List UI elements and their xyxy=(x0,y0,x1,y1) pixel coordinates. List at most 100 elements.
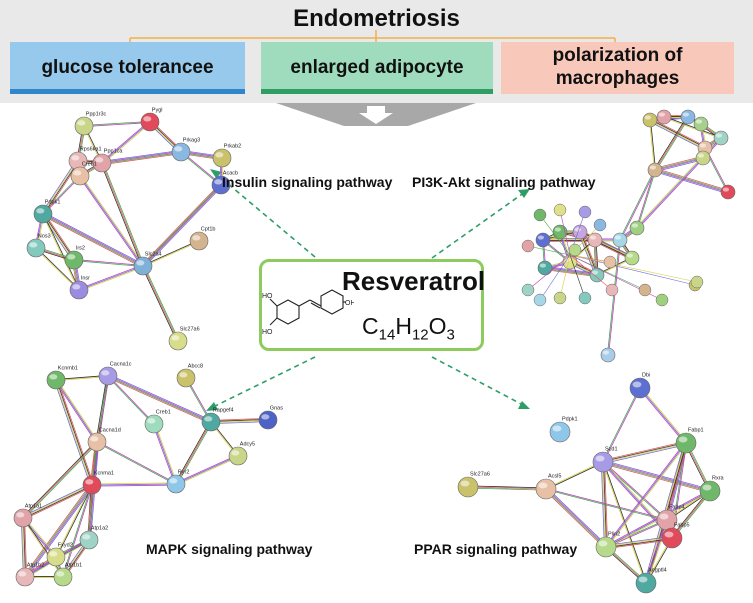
protein-node xyxy=(535,478,557,500)
node-label: Atp1b2 xyxy=(27,563,44,569)
structure-label: OH xyxy=(345,300,354,307)
network-edge xyxy=(78,176,143,267)
network-edge xyxy=(546,462,604,490)
network-edge xyxy=(21,440,97,518)
protein-node xyxy=(168,331,188,351)
network-edge xyxy=(545,461,603,489)
node-label: Atp1a1 xyxy=(25,504,42,510)
network-edge xyxy=(527,254,571,291)
network-edge xyxy=(23,442,99,520)
node-highlight xyxy=(192,235,201,241)
network-edge xyxy=(92,484,177,487)
network-edge xyxy=(79,175,144,267)
network-edge xyxy=(600,462,605,548)
network-edge xyxy=(664,116,722,138)
node-highlight xyxy=(574,227,582,232)
protein-node xyxy=(680,109,696,125)
node-highlight xyxy=(82,534,91,540)
protein-node xyxy=(53,567,73,587)
protein-node xyxy=(133,256,153,276)
network-edge xyxy=(602,441,686,461)
network-edge xyxy=(603,444,687,464)
node-label: Slc27a6 xyxy=(470,472,490,478)
network-edge xyxy=(22,441,98,519)
network-edge xyxy=(91,375,108,485)
network-edge xyxy=(154,423,178,484)
node-highlight xyxy=(602,350,610,355)
network-edge xyxy=(653,116,688,170)
network-edge xyxy=(211,420,269,423)
node-label: Plin2 xyxy=(608,532,620,538)
network-edge xyxy=(654,116,689,171)
network-edge xyxy=(663,117,721,139)
network-edge xyxy=(95,375,108,442)
protein-node xyxy=(600,347,616,363)
network-edge xyxy=(102,153,182,166)
network-edge xyxy=(211,421,269,425)
network-edge xyxy=(108,375,212,422)
node-highlight xyxy=(664,531,674,538)
network-edge xyxy=(22,518,63,578)
node-label: Cacna1c xyxy=(110,362,132,368)
protein-node xyxy=(624,250,640,266)
network-edge xyxy=(603,461,711,491)
protein-node xyxy=(144,414,164,434)
network-edge xyxy=(79,266,144,292)
node-label: Prkag3 xyxy=(183,138,200,144)
network-edge xyxy=(604,442,686,547)
node-highlight xyxy=(722,187,730,192)
node-highlight xyxy=(29,242,38,248)
network-edge xyxy=(100,163,143,267)
protein-node xyxy=(647,162,663,178)
node-label: Insr xyxy=(81,276,90,282)
node-highlight xyxy=(595,455,605,462)
protein-node xyxy=(656,109,672,125)
network-edge xyxy=(559,254,571,299)
network-edge xyxy=(74,259,144,266)
network-edge xyxy=(604,461,609,547)
network-edge xyxy=(210,419,268,422)
protein-node xyxy=(661,527,683,549)
arrow-head xyxy=(210,169,222,178)
network-edge xyxy=(62,484,92,577)
node-label: Dbi xyxy=(642,373,650,379)
node-label: Gnas xyxy=(270,406,283,412)
network-edge xyxy=(96,442,176,485)
node-label: Ppp1ca xyxy=(104,149,124,155)
protein-node xyxy=(201,412,221,432)
protein-node xyxy=(521,239,535,253)
network-edge xyxy=(654,156,703,169)
node-label: Kcnma1 xyxy=(94,471,114,477)
network-edge xyxy=(640,387,688,443)
network-edge xyxy=(544,268,597,276)
network-edge xyxy=(607,239,620,355)
dashed-arrows xyxy=(210,171,526,409)
network-edge xyxy=(84,122,151,127)
node-label: Rapgef4 xyxy=(213,408,234,414)
node-highlight xyxy=(552,425,562,432)
protein-node xyxy=(212,148,232,168)
node-highlight xyxy=(261,414,270,420)
network-edge xyxy=(25,485,93,578)
node-highlight xyxy=(67,254,76,260)
network-edge xyxy=(43,212,144,265)
network-edge xyxy=(605,537,672,547)
protein-node xyxy=(578,291,592,305)
network-edge xyxy=(101,149,181,162)
network-edge xyxy=(41,159,77,214)
network-edge xyxy=(143,185,223,268)
network-edge xyxy=(545,489,606,548)
network-edge xyxy=(107,376,154,425)
protein-node xyxy=(228,446,248,466)
network-edge xyxy=(175,454,238,484)
category-label: polarization of macrophages xyxy=(552,45,683,89)
ppar-pathway-label: PPAR signaling pathway xyxy=(414,541,578,557)
arrow-head xyxy=(206,402,218,411)
network-edge xyxy=(655,158,704,171)
node-highlight xyxy=(697,153,705,158)
protein-node xyxy=(612,232,628,248)
network-edge xyxy=(23,483,91,577)
network-edge xyxy=(42,214,143,267)
structure-label: HO xyxy=(262,329,273,336)
network-edge xyxy=(546,488,668,520)
